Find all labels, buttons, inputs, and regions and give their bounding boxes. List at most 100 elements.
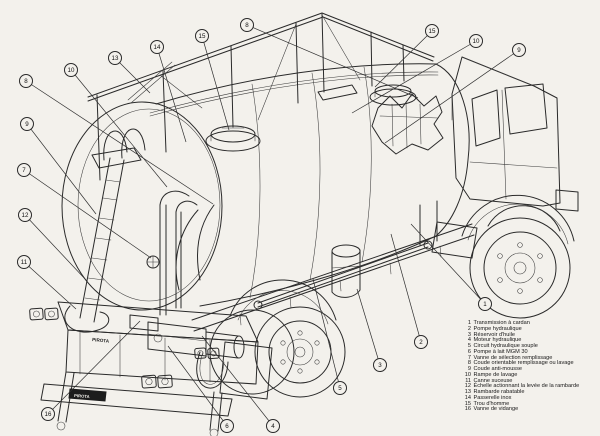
callout-leader-line — [201, 335, 274, 427]
callout-8: 8 — [19, 74, 214, 205]
callout-leader-line — [351, 40, 477, 114]
chassis-and-driveline — [191, 200, 475, 332]
callout-number: 9 — [517, 47, 521, 54]
legend-item-number: 16 — [464, 406, 471, 413]
callout-leader-line — [167, 345, 228, 427]
callout-leader-line — [114, 57, 151, 94]
callout-circle — [64, 63, 78, 77]
callout-number: 10 — [68, 67, 75, 74]
callout-leader-line — [390, 233, 422, 343]
callout-7: 7 — [17, 163, 152, 259]
callout-number: 15 — [429, 28, 436, 35]
legend-item-label: Canne suceuse — [473, 377, 513, 384]
callout-circle — [108, 51, 122, 65]
legend-item-number: 12 — [464, 383, 471, 390]
legend-item-label: Rampe de lavage — [473, 371, 518, 378]
callout-12: 12 — [18, 208, 87, 281]
legend-item-label: Passerelle inox — [473, 394, 512, 401]
legend-item-label: Transmission à cardan — [473, 320, 530, 326]
callout-leader-line — [410, 223, 486, 305]
legend-item-number: 3 — [467, 331, 471, 338]
callout-number: 13 — [112, 55, 119, 62]
callout-circle — [333, 381, 347, 395]
callout-1: 1 — [410, 223, 492, 311]
callout-13: 13 — [108, 51, 151, 94]
callout-number: 9 — [25, 121, 29, 128]
front-wheel — [431, 194, 575, 319]
legend-item-number: 7 — [467, 354, 471, 361]
brand-plate-upper: PIROTA — [92, 337, 110, 344]
legend-item-number: 1 — [467, 320, 471, 326]
callout-leader-line — [23, 169, 152, 259]
callout-5: 5 — [312, 278, 347, 395]
callout-circle — [220, 419, 234, 433]
callout-circle — [478, 297, 492, 311]
legend-item-label: Circuit hydraulique souple — [473, 343, 538, 349]
callout-circle — [195, 29, 209, 43]
callout-circle — [512, 43, 526, 57]
truck-cab — [451, 56, 579, 232]
callout-number: 10 — [473, 38, 480, 45]
legend-item-number: 14 — [464, 394, 471, 401]
callout-number: 1 — [483, 301, 487, 308]
legend-item-number: 5 — [467, 343, 471, 349]
legend-item-label: Trou d'homme — [473, 400, 510, 407]
callout-leader-line — [374, 30, 433, 88]
callout-circle — [414, 335, 428, 349]
callout-circle — [373, 358, 387, 372]
legend-item-number: 13 — [464, 389, 471, 395]
legend-item-label: Coude orientable remplissage ou lavage — [473, 360, 574, 367]
callout-leader-line — [23, 261, 77, 310]
callout-leader-line — [156, 46, 187, 143]
callout-6: 6 — [167, 345, 234, 433]
rear-platform: PIROTA PIROTA — [29, 301, 259, 436]
callout-number: 8 — [245, 22, 249, 29]
callout-leader-line — [201, 35, 230, 131]
legend-item-label: Coude anti-mousse — [473, 366, 523, 372]
callout-number: 12 — [22, 212, 29, 219]
callout-leader-line — [26, 123, 97, 215]
callout-circle — [19, 74, 33, 88]
callout-number: 7 — [22, 167, 26, 174]
callout-leader-line — [25, 80, 214, 205]
callout-3: 3 — [356, 288, 387, 372]
pump-and-piping — [64, 190, 245, 389]
rear-ladder — [79, 128, 146, 323]
callout-15: 15 — [374, 24, 439, 88]
legend-item-label: Vanne de sélection remplissage — [473, 354, 553, 361]
callout-number: 16 — [45, 411, 52, 418]
callout-2: 2 — [390, 233, 428, 349]
callout-circle — [17, 163, 31, 177]
rear-wheels — [209, 279, 346, 400]
callout-leader-line — [70, 69, 168, 188]
legend-item-number: 15 — [464, 400, 471, 407]
callout-leader-line — [24, 214, 87, 281]
legend-item-label: Rambarde rabatable — [473, 389, 525, 395]
callout-circle — [240, 18, 254, 32]
callout-leader-line — [47, 320, 141, 415]
callout-16: 16 — [41, 320, 141, 421]
callout-leader-line — [356, 288, 381, 366]
callout-circle — [18, 208, 32, 222]
callout-10: 10 — [64, 63, 168, 188]
brand-plate-lower: PIROTA — [74, 393, 90, 399]
legend-item-label: Pompe à lait MGM 30 — [473, 348, 528, 355]
callout-circle — [150, 40, 164, 54]
callout-15: 15 — [195, 29, 230, 131]
callout-circle — [41, 407, 55, 421]
callout-leader-line — [246, 24, 419, 99]
